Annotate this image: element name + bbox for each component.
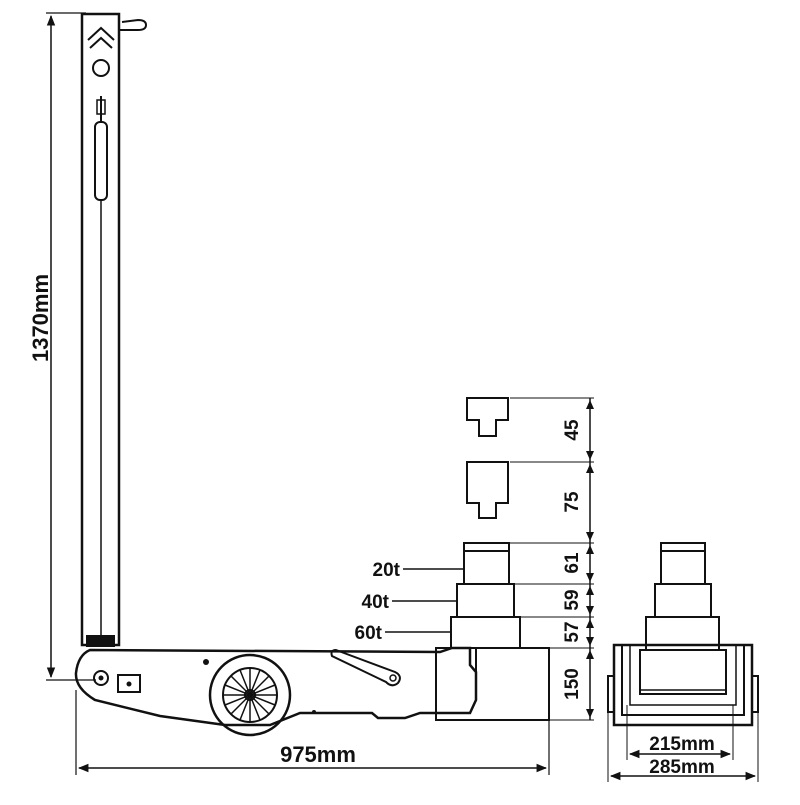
stack-height-61: 61 <box>562 552 583 574</box>
stack-height-150: 150 <box>562 668 583 700</box>
front-view <box>607 542 759 727</box>
height-dimension: 1370mm <box>28 12 96 681</box>
wheel <box>208 653 292 737</box>
capacity-60t: 60t <box>355 623 383 644</box>
jack-body <box>74 646 478 727</box>
height-label: 1370mm <box>28 274 53 362</box>
capacity-callouts: 20t 40t 60t <box>355 560 464 644</box>
outer-width-label: 285mm <box>649 757 715 778</box>
capacity-20t: 20t <box>373 560 401 581</box>
extension-piece-75 <box>466 461 509 519</box>
length-label: 975mm <box>280 742 356 767</box>
stack-height-57: 57 <box>562 621 583 642</box>
width-dimensions: 215mm 285mm <box>607 705 759 782</box>
length-dimension: 975mm <box>75 690 550 775</box>
inner-width-label: 215mm <box>649 734 715 755</box>
stack-height-dimension: 45 75 61 59 57 150 <box>510 397 594 721</box>
capacity-40t: 40t <box>362 592 390 613</box>
stack-height-75: 75 <box>562 491 583 513</box>
stack-height-59: 59 <box>562 589 583 610</box>
handle-column <box>80 12 148 647</box>
extension-piece-45 <box>466 397 509 437</box>
stack-height-45: 45 <box>562 419 583 441</box>
